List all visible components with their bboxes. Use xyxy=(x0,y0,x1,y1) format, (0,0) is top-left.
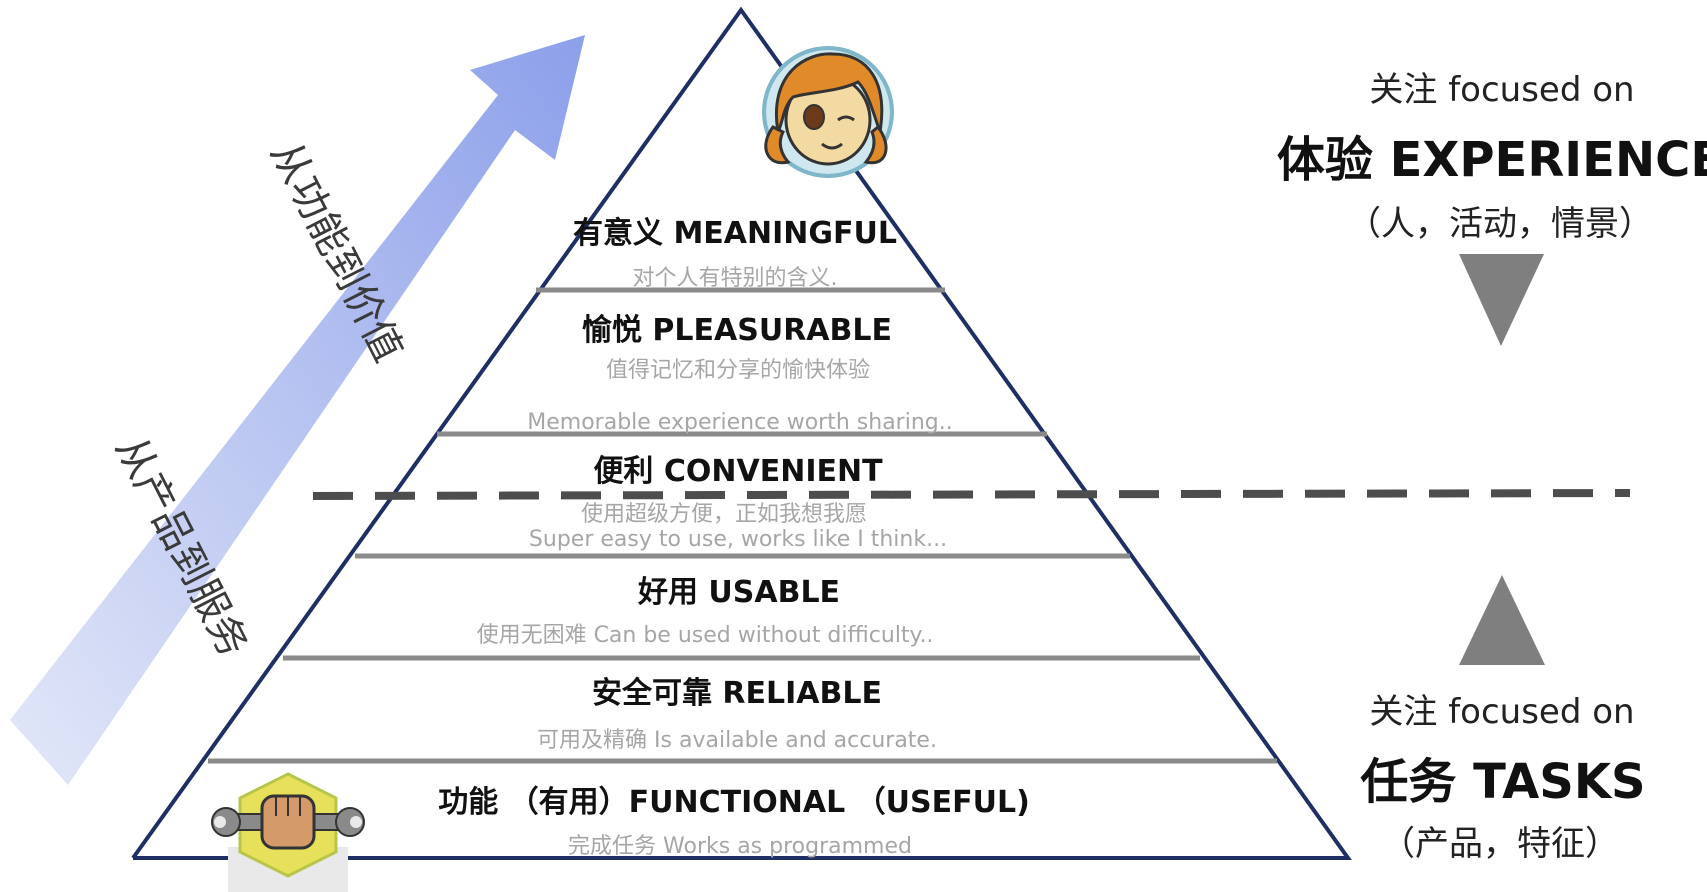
experience-subtitle: （人，活动，情景） xyxy=(1347,204,1653,244)
experience-tasks-separator xyxy=(312,489,1631,500)
level-functional-desc: 完成任务 Works as programmed xyxy=(568,834,912,859)
down-triangle-icon xyxy=(1459,254,1544,346)
level-convenient-title: 便利 CONVENIENT xyxy=(593,454,883,489)
level-meaningful-title: 有意义 MEANINGFUL xyxy=(573,216,897,251)
girl-face-icon xyxy=(762,46,894,178)
up-triangle-icon xyxy=(1459,575,1545,665)
experience-focus-label: 关注 focused on xyxy=(1369,70,1635,110)
level-usable-title: 好用 USABLE xyxy=(637,575,841,610)
value-arrow xyxy=(10,35,585,785)
level-pleasurable-desc-cn: 值得记忆和分享的愉快体验 xyxy=(605,358,871,383)
level-convenient-desc-en: Super easy to use, works like I think... xyxy=(528,527,948,552)
level-convenient-desc-cn: 使用超级方便，正如我想我愿 xyxy=(580,502,868,527)
experience-title: 体验 EXPERIENCE xyxy=(1276,132,1707,188)
level-pleasurable-title: 愉悦 PLEASURABLE xyxy=(581,313,893,348)
tasks-focus-label: 关注 focused on xyxy=(1369,692,1635,732)
tasks-subtitle: （产品，特征） xyxy=(1381,824,1619,864)
level-meaningful-desc: 对个人有特别的含义. xyxy=(632,266,838,291)
tasks-title: 任务 TASKS xyxy=(1360,754,1646,810)
level-reliable-title: 安全可靠 RELIABLE xyxy=(591,676,883,711)
fist-wrench-icon xyxy=(211,772,365,892)
level-usable-desc: 使用无困难 Can be used without difficulty.. xyxy=(476,623,934,648)
level-functional-title: 功能 （有用）FUNCTIONAL （USEFUL) xyxy=(438,785,1030,820)
level-reliable-desc: 可用及精确 Is available and accurate. xyxy=(537,728,937,753)
level-pleasurable-desc-en: Memorable experience worth sharing.. xyxy=(527,410,953,435)
